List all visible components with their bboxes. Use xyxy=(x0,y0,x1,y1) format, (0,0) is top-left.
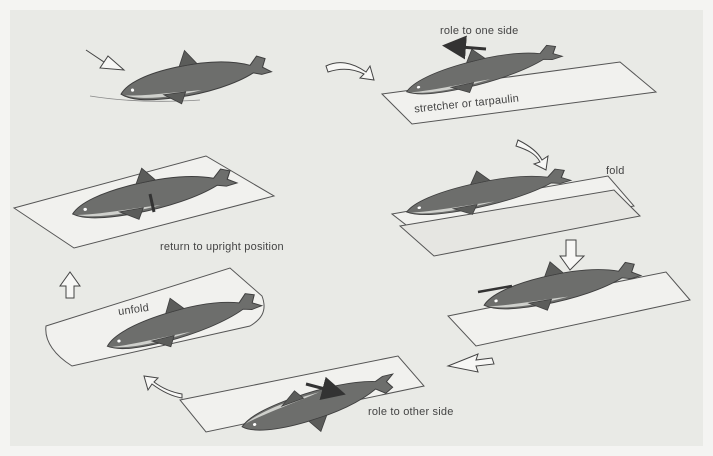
label-return-to-upright-position: return to upright position xyxy=(160,241,284,253)
label-roll-to-one-side: role to one side xyxy=(440,25,518,37)
label-roll-to-other-side: role to other side xyxy=(368,406,454,418)
label-fold: fold xyxy=(606,165,625,177)
